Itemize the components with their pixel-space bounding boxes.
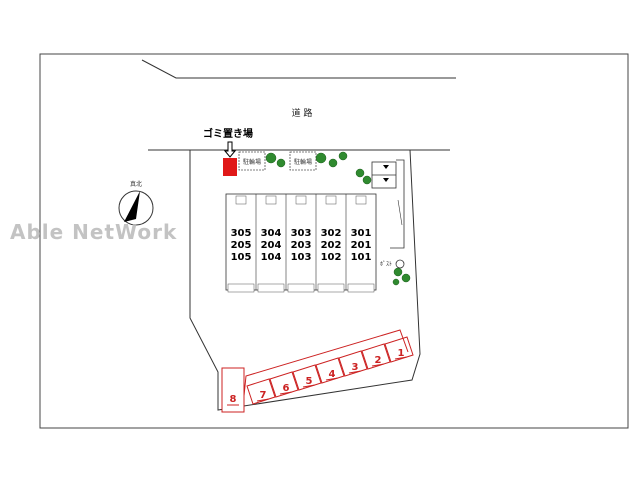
balcony: [325, 195, 337, 205]
unit-number: 104: [261, 252, 282, 263]
parking-space: 3: [338, 350, 368, 377]
compass-label: 真北: [130, 180, 142, 188]
trees: [265, 151, 411, 286]
bicycle-parking-label-1: 駐輪場: [243, 158, 261, 166]
balcony: [265, 195, 277, 205]
stair-line: [397, 199, 403, 226]
tree: [328, 158, 338, 168]
tree: [265, 152, 277, 164]
road-label: 道 路: [292, 107, 313, 119]
unit-number: 202: [321, 240, 342, 251]
balcony: [295, 195, 307, 205]
watermark: Able NetWork: [10, 220, 178, 244]
parking-space-outline: [338, 350, 368, 377]
tree: [393, 267, 403, 277]
unit-number: 302: [321, 228, 342, 239]
parking-space: 5: [292, 364, 322, 391]
unit-number: 105: [231, 252, 252, 263]
tree: [355, 168, 365, 178]
entrance-step: [287, 283, 315, 293]
entrance-step: [347, 283, 375, 293]
tree: [362, 175, 372, 185]
tree: [315, 152, 327, 164]
bicycle-parking-label-2: 駐輪場: [294, 158, 312, 166]
stair-wall: [390, 159, 405, 249]
balcony: [235, 195, 247, 205]
unit-number: 103: [291, 252, 312, 263]
arrow-down-icon: [223, 141, 237, 158]
tree: [392, 278, 400, 286]
garbage-label: ゴミ置き場: [203, 127, 253, 140]
parking-underline: [394, 356, 408, 360]
parking-underline: [371, 363, 385, 367]
parking-space-outline: [315, 357, 345, 384]
parking-number: 4: [329, 369, 336, 380]
parking-space: 8: [221, 367, 245, 413]
garbage-area: [223, 158, 237, 176]
parking-space: 6: [269, 371, 299, 398]
unit-number: 304: [261, 228, 282, 239]
compass: 真北: [118, 180, 154, 226]
parking-space-outline: [384, 336, 414, 363]
parking-number: 5: [306, 376, 313, 387]
balcony: [355, 195, 367, 205]
parking-underline: [348, 370, 362, 374]
parking-lot: 8 7 6 5 4 3 2 1: [221, 329, 414, 413]
entrance-step: [317, 283, 345, 293]
triangle-marker-icon: [383, 165, 389, 169]
north-arrow-icon: [124, 191, 140, 222]
tree: [276, 158, 286, 168]
parking-underline: [256, 398, 270, 402]
parking-number: 1: [398, 348, 405, 359]
parking-space-outline: [246, 378, 276, 405]
post-icon: [395, 259, 405, 269]
entrance-step: [227, 283, 255, 293]
unit-number: 101: [351, 252, 372, 263]
unit-number: 205: [231, 240, 252, 251]
parking-number: 3: [352, 362, 359, 373]
parking-strip-outline: [243, 329, 409, 397]
apartment-building: [225, 193, 377, 291]
parking-space: 7: [246, 378, 276, 405]
parking-number: 7: [260, 390, 267, 401]
unit-number: 204: [261, 240, 282, 251]
parking-underline: [279, 391, 293, 395]
parking-space: 1: [384, 336, 414, 363]
parking-space-outline: [221, 367, 245, 413]
unit-number: 102: [321, 252, 342, 263]
parking-space-outline: [269, 371, 299, 398]
entrance-step: [257, 283, 285, 293]
parking-space: 4: [315, 357, 345, 384]
parking-number: 2: [375, 355, 382, 366]
site-boundary: [189, 149, 421, 411]
tree: [401, 273, 411, 283]
post-label: ﾎﾟｽﾄ: [380, 261, 392, 268]
road-edge-top: [141, 59, 456, 79]
unit-number: 305: [231, 228, 252, 239]
triangle-marker-icon: [383, 178, 389, 182]
unit-columns: 3052051053042041043032031033022021023012…: [227, 194, 375, 293]
parking-space: 2: [361, 343, 391, 370]
parking-number: 6: [283, 383, 290, 394]
parking-number: 8: [230, 394, 237, 405]
unit-number: 201: [351, 240, 372, 251]
parking-space-outline: [361, 343, 391, 370]
unit-number: 301: [351, 228, 372, 239]
bicycle-parking-1: [238, 151, 266, 171]
parking-space-outline: [292, 364, 322, 391]
bicycle-parking-2: [289, 151, 317, 171]
parking-underline: [302, 384, 316, 388]
unit-number: 203: [291, 240, 312, 251]
tree: [338, 151, 348, 161]
unit-number: 303: [291, 228, 312, 239]
parking-underline: [325, 377, 339, 381]
